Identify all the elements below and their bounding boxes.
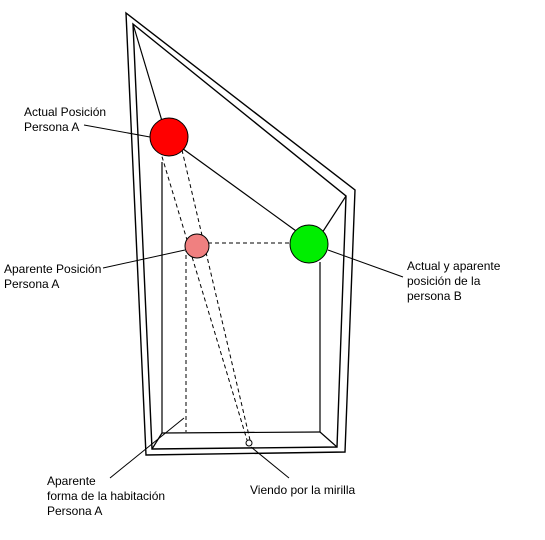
back-wall-bottom-edge [161,431,321,434]
label-actual-a-line1: Actual Posición [24,105,106,119]
ceiling-left-edge [132,23,163,122]
person-a-actual-position [149,117,189,157]
label-actual-a-line2: Persona A [24,120,79,134]
label-room-line2: forma de la habitación [47,489,165,503]
back-wall-top-edge [167,137,304,237]
sight-line-actual-a-left [159,149,248,441]
label-person-b-line3: persona B [407,289,462,303]
leader-room-shape [109,417,185,479]
label-person-b-line1: Actual y aparente [407,259,501,273]
person-b-position [289,224,329,264]
label-room-line3: Persona A [47,504,102,518]
sight-line-actual-a-right [181,149,251,441]
ceiling-right-edge [319,195,347,237]
floor-left-edge [151,432,163,450]
label-peephole: Viendo por la mirilla [250,483,355,497]
peephole [245,439,253,447]
label-apparent-a-line2: Persona A [4,277,59,291]
label-room-line1: Aparente [47,474,96,488]
person-a-apparent-position [184,233,210,259]
floor-right-edge [319,431,338,448]
leader-peephole [250,446,290,479]
leader-person-b [327,249,404,278]
room-outer-wall [125,11,356,456]
label-person-b-line2: posición de la [407,274,481,288]
leader-apparent-a [102,249,186,269]
label-apparent-a-line1: Aparente Posición [4,262,101,276]
leader-actual-a [83,124,151,138]
